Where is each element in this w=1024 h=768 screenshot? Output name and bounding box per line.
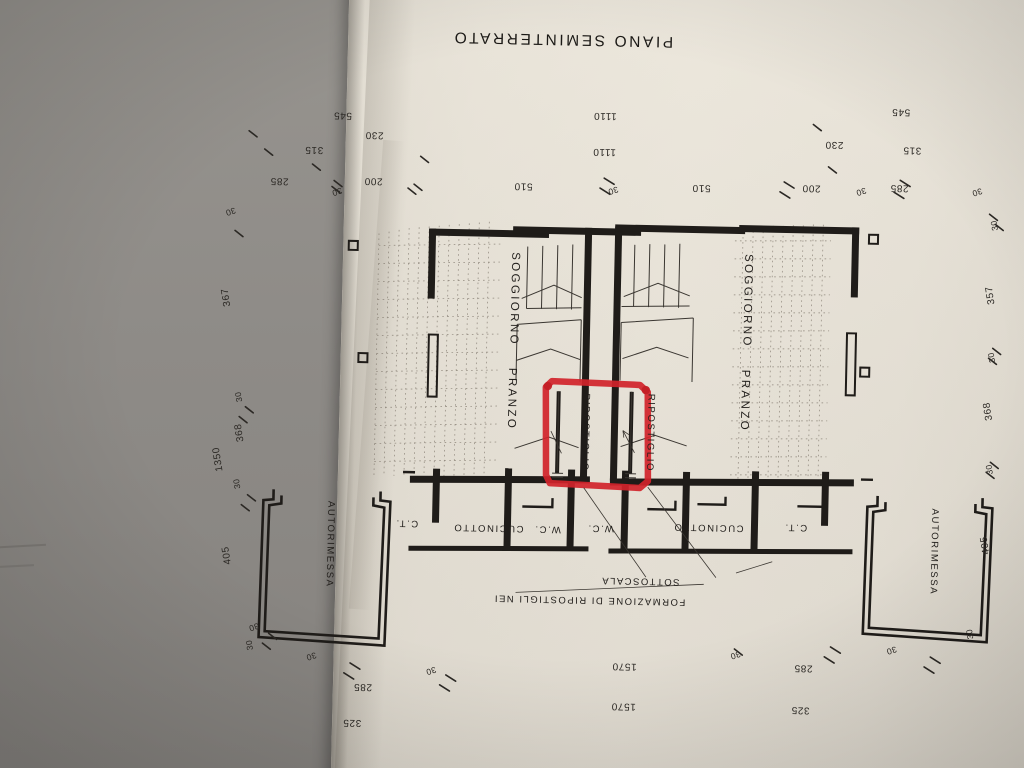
red-marker-dots — [543, 381, 651, 395]
dim-545-right: 545 — [891, 106, 911, 118]
garage-left-outline — [257, 489, 392, 648]
dim-30-col-right-d: 30 — [963, 628, 976, 641]
stair-flights — [514, 243, 694, 449]
dim-545-left: 545 — [333, 109, 353, 121]
room-label-soggiorno-left-line2: PRANZO — [504, 367, 519, 431]
dim-230-left: 230 — [364, 129, 384, 141]
dim-30-col-left-c: 30 — [243, 639, 255, 651]
wall-set-upper — [427, 224, 860, 481]
dim-285-bottom-left: 285 — [353, 681, 373, 693]
dim-1110-a: 1110 — [593, 109, 617, 122]
dim-315-right: 315 — [902, 144, 922, 156]
dim-30-bottom-b: 30 — [304, 650, 318, 663]
dim-1110-b: 1110 — [592, 145, 617, 158]
dim-325-bottom-right: 325 — [791, 704, 810, 716]
dim-1570-a: 1570 — [611, 660, 637, 672]
dim-200-left: 200 — [364, 175, 383, 187]
room-label-cucinotto-right: CUCINOTTO — [672, 521, 744, 534]
wall-set-piers — [426, 332, 858, 398]
dim-30-left-b: 30 — [224, 205, 238, 219]
dim-325-bottom-left: 325 — [342, 716, 362, 729]
room-label-ct-right: C.T. — [783, 521, 808, 533]
room-label-ripostiglio-left: RIPOSTIGLIO — [578, 393, 592, 472]
room-label-soggiorno-left-line1: SOGGIORNO — [507, 252, 522, 347]
room-label-autorimessa-left: AUTORIMESSA — [323, 500, 337, 588]
closet-arrows — [550, 430, 635, 454]
room-label-soggiorno-right-line2: PRANZO — [737, 369, 752, 433]
dim-30-col-left-b: 30 — [230, 477, 243, 490]
dim-30-bottom-e: 30 — [885, 644, 899, 658]
plan-linework — [234, 123, 1005, 692]
column-markers — [347, 233, 880, 378]
page-title: PIANO SEMINTERRATO — [451, 28, 674, 51]
annotation-line-2: SOTTOSCALA — [600, 574, 680, 588]
dim-30-right-b: 30 — [970, 186, 984, 199]
room-label-autorimessa-right: AUTORIMESSA — [927, 508, 941, 596]
dim-285-left: 285 — [269, 175, 289, 187]
dim-285-bottom-right: 285 — [793, 662, 813, 674]
door-jambs — [403, 470, 873, 511]
dimension-ticks — [234, 123, 1005, 692]
dim-200-right: 200 — [801, 182, 821, 194]
dim-510-a: 510 — [513, 180, 533, 192]
floor-plan-drawing: PIANO SEMINTERRATO SOGGIORNO PRANZO SOGG… — [172, 1, 1017, 758]
dim-30-col-right-c: 30 — [983, 463, 995, 476]
room-label-wc-left: W.C. — [533, 523, 561, 535]
hatch-field-right — [730, 224, 831, 485]
room-label-soggiorno-right-line1: SOGGIORNO — [740, 253, 755, 348]
red-highlight-marker — [542, 377, 652, 492]
dim-510-b: 510 — [691, 181, 711, 194]
dim-30-col-left-a: 30 — [232, 390, 245, 403]
dim-30-left-a: 30 — [330, 185, 344, 199]
dim-230-right: 230 — [824, 138, 844, 151]
dim-30-col-right-a: 30 — [988, 219, 1000, 232]
room-label-cucinotto-left: CUCINOTTO — [452, 521, 524, 535]
dim-30-bottom-c: 30 — [424, 664, 438, 678]
dim-30-right-a: 30 — [854, 185, 868, 199]
room-label-ripostiglio-right: RIPOSTIGLIO — [643, 393, 657, 473]
dim-30-bottom-d: 30 — [729, 649, 742, 662]
garage-right-outline — [861, 495, 994, 644]
dim-285-right: 285 — [889, 182, 909, 194]
room-label-ct-left: C.T. — [394, 517, 419, 529]
dim-315-left: 315 — [304, 143, 324, 156]
dim-30-col-right-b: 30 — [985, 351, 998, 364]
dim-30-center: 30 — [606, 184, 620, 198]
annotation-leader-lines — [515, 486, 773, 593]
dim-30-bottom-a: 30 — [247, 621, 261, 634]
ripostiglio-partitions — [551, 391, 637, 479]
dim-1570-b: 1570 — [611, 700, 636, 712]
room-label-wc-right: W.C. — [586, 522, 614, 534]
